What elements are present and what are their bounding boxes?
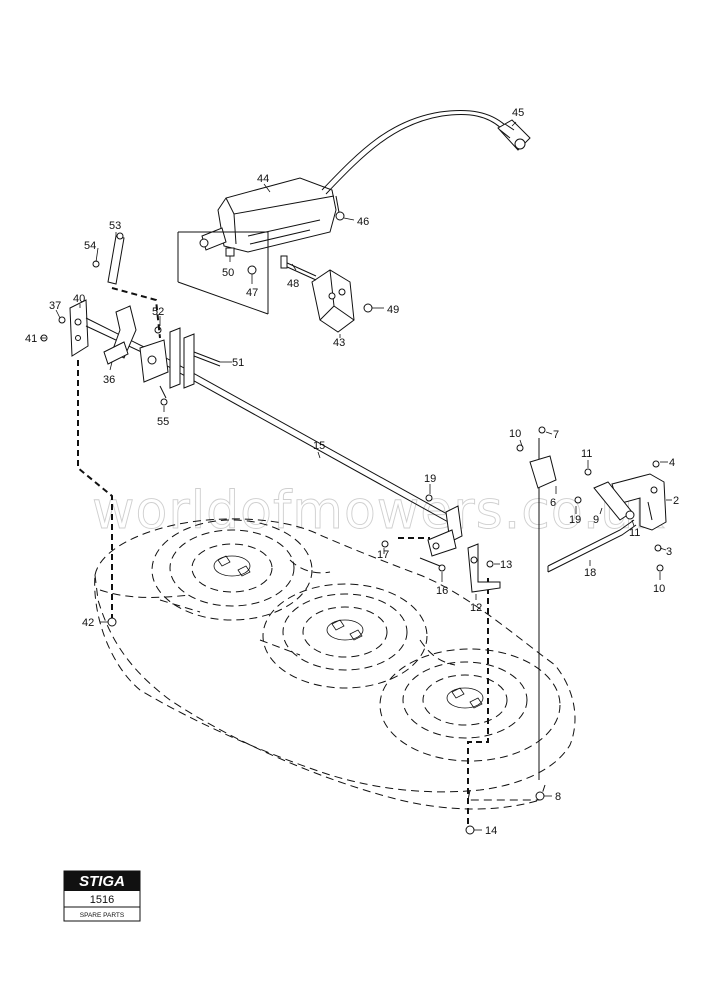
center-lever xyxy=(419,494,501,593)
callout-15: 15 xyxy=(313,440,325,452)
callout-54: 54 xyxy=(84,240,96,252)
callout-8: 8 xyxy=(555,791,561,803)
left-lever-assembly xyxy=(69,299,221,406)
link-rod xyxy=(547,519,637,573)
callout-42: 42 xyxy=(82,617,94,629)
callout-6: 6 xyxy=(550,497,556,509)
callout-37: 37 xyxy=(49,300,61,312)
callout-11-top: 11 xyxy=(581,448,592,460)
callout-40: 40 xyxy=(73,293,85,305)
callout-55: 55 xyxy=(157,416,169,428)
spring-rod xyxy=(107,232,161,339)
callout-12: 12 xyxy=(470,602,482,614)
callout-2: 2 xyxy=(673,495,679,507)
callout-53: 53 xyxy=(109,220,121,232)
callout-41: 41 xyxy=(25,333,37,345)
mower-deck xyxy=(94,518,576,810)
callout-18: 18 xyxy=(584,567,596,579)
bracket-43 xyxy=(280,255,355,333)
callout-14: 14 xyxy=(485,825,497,837)
callout-10-bottom: 10 xyxy=(653,583,665,595)
callout-49: 49 xyxy=(387,304,399,316)
callout-52: 52 xyxy=(152,306,164,318)
callout-13: 13 xyxy=(500,559,512,571)
callout-48: 48 xyxy=(287,278,299,290)
leader-lines xyxy=(40,121,672,831)
watermark-text: worldofmowers.co.uk xyxy=(92,481,665,541)
callout-51: 51 xyxy=(232,357,244,369)
callout-50: 50 xyxy=(222,267,234,279)
actuator-motor xyxy=(177,177,341,315)
callout-44: 44 xyxy=(257,173,269,185)
callout-16: 16 xyxy=(436,585,448,597)
callout-10-top: 10 xyxy=(509,428,521,440)
callout-45: 45 xyxy=(512,107,524,119)
callout-17: 17 xyxy=(377,549,389,561)
callout-4: 4 xyxy=(669,457,675,469)
page-number: 1516 xyxy=(90,894,114,906)
guide-lines xyxy=(77,360,540,826)
fasteners xyxy=(40,211,545,835)
right-lever-assembly xyxy=(516,426,667,572)
callout-47: 47 xyxy=(246,287,258,299)
callout-3: 3 xyxy=(666,546,672,558)
stiga-logo-badge: STIGA 1516 SPARE PARTS xyxy=(63,870,141,922)
spare-parts-caption: SPARE PARTS xyxy=(80,912,125,919)
callout-9: 9 xyxy=(593,514,599,526)
brand-logo-text: STIGA xyxy=(79,873,125,890)
callout-36: 36 xyxy=(103,374,115,386)
part-number-labels: 45 44 46 53 54 50 47 48 49 43 37 40 41 5… xyxy=(25,107,679,837)
callout-11-bottom: 11 xyxy=(629,527,640,539)
lift-rod xyxy=(159,357,457,524)
cable-connector xyxy=(321,110,531,195)
callout-19-right: 19 xyxy=(569,514,581,526)
callout-7: 7 xyxy=(553,429,559,441)
callout-43: 43 xyxy=(333,337,345,349)
callout-19-left: 19 xyxy=(424,473,436,485)
callout-46: 46 xyxy=(357,216,369,228)
